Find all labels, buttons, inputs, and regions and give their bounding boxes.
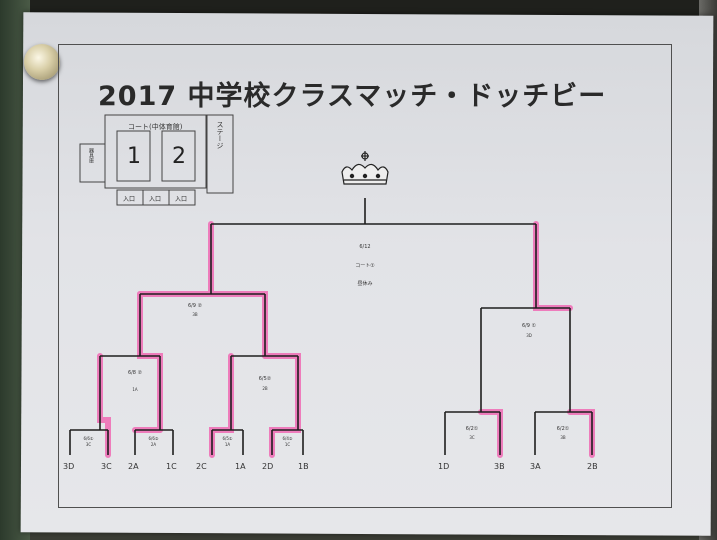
- stage-label: ステージ: [216, 121, 224, 149]
- court-2-box: [161, 130, 196, 182]
- team-label: 3A: [530, 462, 541, 471]
- final-note: 昼休み: [357, 281, 373, 287]
- court-2-label: 2: [172, 144, 186, 169]
- quarterfinal-b-date: 6/5②: [258, 376, 272, 382]
- quarterfinal-b-winner: 2B: [262, 386, 268, 391]
- door-label-3: 入口: [175, 196, 188, 203]
- first-round-5-date: 6/2①: [465, 426, 479, 432]
- printed-frame: [58, 44, 672, 508]
- team-label: 1A: [235, 462, 246, 471]
- court-1-box: [116, 130, 151, 182]
- first-round-3-date: 6/5①: [222, 436, 233, 441]
- first-round-2-winner: 2A: [150, 442, 157, 447]
- page-title: 2017 中学校クラスマッチ・ドッチビー: [98, 81, 607, 112]
- first-round-5-winner: 3C: [469, 435, 475, 440]
- final-date: 6/12: [359, 244, 371, 250]
- team-label: 2B: [587, 462, 598, 471]
- door-box-3: [168, 189, 196, 206]
- background-top: [0, 0, 717, 16]
- first-round-6-winner: 3B: [560, 435, 566, 440]
- quarterfinal-a-date: 6/8 ②: [127, 370, 143, 376]
- court-1-label: 1: [127, 144, 141, 169]
- crown-icon: [341, 151, 389, 185]
- team-label: 1D: [438, 462, 450, 471]
- team-label: 3C: [101, 462, 112, 471]
- stage-box: [206, 114, 234, 194]
- team-label: 1C: [166, 462, 177, 471]
- equipment-room-label: 器具庫: [88, 148, 94, 163]
- team-label: 2D: [262, 462, 274, 471]
- semifinal-left-winner: 3B: [192, 312, 198, 317]
- first-round-1-winner: 3C: [85, 442, 92, 447]
- first-round-2-date: 6/6②: [148, 436, 159, 441]
- semifinal-right-date: 6/9 ①: [521, 323, 537, 329]
- first-round-6-date: 6/2①: [556, 426, 570, 432]
- first-round-3-winner: 1A: [224, 442, 231, 447]
- first-round-4-date: 6/4②: [282, 436, 293, 441]
- pushpin-icon: [24, 44, 60, 80]
- team-label: 3B: [494, 462, 505, 471]
- semifinal-right-winner: 3D: [526, 333, 532, 338]
- first-round-1-date: 6/6①: [83, 436, 94, 441]
- bracket-lines: [69, 198, 593, 455]
- court-map-heading: コート(中体育館): [128, 123, 183, 131]
- door-label-2: 入口: [149, 196, 162, 203]
- team-label: 3D: [63, 462, 75, 471]
- winner-highlight: [97, 221, 595, 458]
- court-map: [79, 114, 234, 206]
- quarterfinal-a-winner: 1A: [132, 387, 138, 392]
- first-round-4-winner: 1C: [284, 442, 291, 447]
- team-label: 2C: [196, 462, 207, 471]
- team-label: 1B: [298, 462, 309, 471]
- team-label: 2A: [128, 462, 139, 471]
- door-label-1: 入口: [123, 196, 136, 203]
- semifinal-left-date: 6/9 ②: [187, 303, 203, 309]
- final-court: コート①: [355, 263, 375, 269]
- equipment-room-box: [79, 143, 106, 183]
